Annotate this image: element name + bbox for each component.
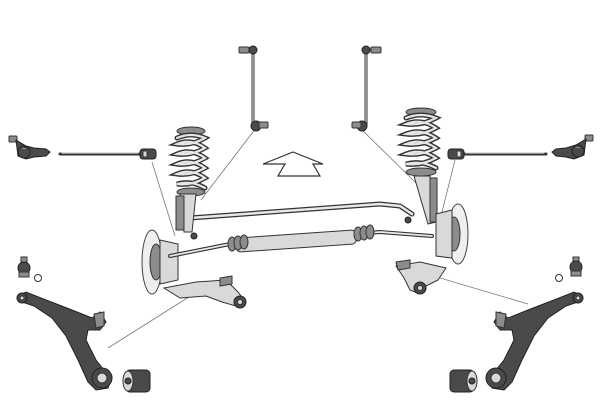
tie-rod-end-left bbox=[8, 135, 51, 160]
control-arm-left bbox=[16, 291, 113, 391]
leader-line bbox=[429, 274, 529, 305]
inner-tie-rod-right bbox=[447, 148, 548, 160]
leader-line bbox=[107, 289, 201, 349]
leader-line bbox=[151, 161, 176, 237]
lower-wishbone-assembled-left bbox=[162, 275, 247, 309]
coil-spring-left bbox=[167, 126, 211, 197]
leader-line bbox=[357, 125, 418, 185]
leader-line bbox=[200, 127, 257, 201]
rear-axle-beam-assembly bbox=[141, 175, 469, 295]
control-arm-bushing-left bbox=[122, 369, 151, 393]
leader-lines bbox=[107, 125, 529, 349]
rack-boot-left bbox=[227, 234, 249, 252]
direction-arrow bbox=[262, 151, 324, 177]
control-arm-bushing-right bbox=[449, 369, 478, 393]
stabilizer-link-right bbox=[351, 45, 382, 132]
ball-joint-left bbox=[17, 256, 42, 282]
lower-wishbone-assembled-right bbox=[395, 259, 447, 295]
tie-rod-end-right bbox=[551, 134, 594, 160]
coil-spring-right bbox=[396, 107, 442, 177]
control-arm-right bbox=[485, 291, 584, 391]
inner-tie-rod-left bbox=[58, 148, 157, 160]
stabilizer-link-left bbox=[238, 45, 269, 132]
ball-joint-right bbox=[555, 256, 583, 282]
rack-boot-right bbox=[353, 224, 375, 242]
